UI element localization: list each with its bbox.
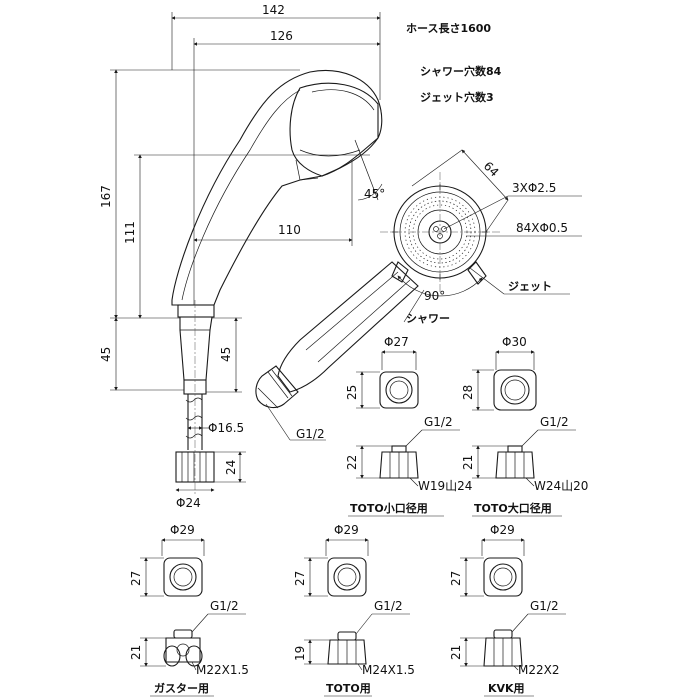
adapter-3-thread-top: G1/2 [210, 599, 239, 613]
adapter-2-thread-bottom: W24山20 [534, 479, 588, 493]
spec-jet-holes: ジェット穴数3 [420, 90, 494, 104]
adapter-2-side-h: 21 [461, 455, 475, 470]
label-jet: ジェット [508, 280, 552, 293]
adapter-4-thread-top: G1/2 [374, 599, 403, 613]
adapter-2-top-h: 28 [461, 385, 475, 400]
dim-126: 126 [270, 29, 293, 43]
adapter-2-thread-top: G1/2 [540, 415, 569, 429]
dim-45-left: 45 [99, 347, 113, 362]
adapter-3-thread-bottom: M22X1.5 [196, 663, 249, 677]
dim-holes-3x: 3XΦ2.5 [512, 181, 556, 195]
adapter-toto-large: Φ30 28 21 G1/2 W24山20 TOTO大口径用 [461, 335, 588, 517]
dim-dia-64: 64 [481, 159, 502, 180]
adapter-4-label: TOTO用 [326, 682, 371, 695]
dim-dia-24: Φ24 [176, 496, 201, 510]
dim-167: 167 [99, 185, 113, 208]
adapter-1-dia: Φ27 [384, 335, 409, 349]
dim-holes-84x: 84XΦ0.5 [516, 221, 568, 235]
adapter-kvk: Φ29 27 21 G1/2 M22X2 KVK用 [449, 523, 566, 697]
spec-block: ホース長さ1600 シャワー穴数84 ジェット穴数3 [406, 22, 502, 104]
adapter-4-side-h: 19 [293, 646, 307, 661]
spec-shower-holes: シャワー穴数84 [420, 64, 502, 78]
dim-height-24: 24 [224, 460, 238, 475]
dim-angle-90: 90° [424, 289, 445, 303]
adapter-1-side-h: 22 [345, 455, 359, 470]
adapter-3-side-h: 21 [129, 645, 143, 660]
main-thread-g12: G1/2 [296, 427, 325, 441]
adapter-1-thread-top: G1/2 [424, 415, 453, 429]
adapter-1-top-h: 25 [345, 385, 359, 400]
main-dimensions: 142 126 110 167 111 45 45 45° Φ16.5 [99, 3, 385, 510]
adapter-5-label: KVK用 [488, 682, 525, 695]
adapter-3-top-h: 27 [129, 571, 143, 586]
dim-111: 111 [123, 221, 137, 244]
dim-45-right: 45 [219, 347, 233, 362]
shower-head-front-view: 64 3XΦ2.5 84XΦ0.5 ジェット 90° シャワー G1/2 [255, 149, 582, 441]
adapter-toto: Φ29 27 19 G1/2 M24X1.5 TOTO用 [293, 523, 415, 697]
adapter-5-top-h: 27 [449, 571, 463, 586]
dim-angle-45: 45° [364, 187, 385, 201]
adapter-5-thread-top: G1/2 [530, 599, 559, 613]
spec-hose-length: ホース長さ1600 [406, 22, 491, 35]
adapter-5-thread-bottom: M22X2 [518, 663, 559, 677]
adapter-1-thread-bottom: W19山24 [418, 479, 472, 493]
adapter-2-dia: Φ30 [502, 335, 527, 349]
shower-head-side-view [171, 69, 383, 495]
label-shower: シャワー [406, 312, 450, 325]
adapter-3-dia: Φ29 [170, 523, 195, 537]
adapter-4-top-h: 27 [293, 571, 307, 586]
adapter-toto-small: Φ27 25 22 G1/2 W19山24 TOTO小口径用 [345, 335, 472, 517]
adapter-4-dia: Φ29 [334, 523, 359, 537]
adapter-4-thread-bottom: M24X1.5 [362, 663, 415, 677]
dim-142: 142 [262, 3, 285, 17]
dim-110: 110 [278, 223, 301, 237]
adapter-5-side-h: 21 [449, 645, 463, 660]
dim-dia-16-5: Φ16.5 [208, 421, 244, 435]
adapter-2-label: TOTO大口径用 [474, 501, 552, 515]
adapter-5-dia: Φ29 [490, 523, 515, 537]
adapter-gastar: Φ29 27 21 G1/2 M22X1.5 ガスター用 [129, 523, 249, 697]
adapter-1-label: TOTO小口径用 [350, 501, 428, 515]
adapter-3-label: ガスター用 [154, 681, 209, 695]
